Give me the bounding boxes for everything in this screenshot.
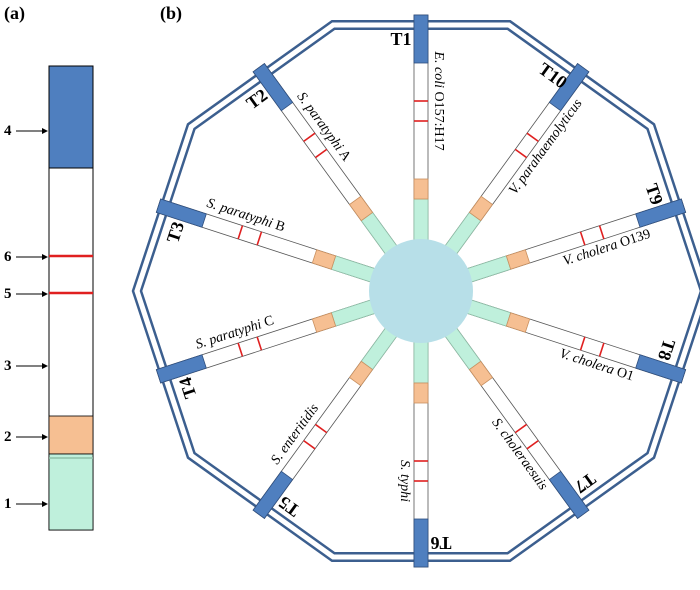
arrow-head (42, 434, 48, 440)
arrow-head (42, 291, 48, 297)
strip-absorbent-pad (252, 63, 294, 112)
arrow-head (42, 254, 48, 260)
strip-absorbent-pad (635, 198, 687, 228)
inner-frame (139, 27, 700, 555)
strip-control-line (598, 342, 605, 357)
test-strip-t1 (413, 14, 429, 252)
strip-conjugate-pad (505, 312, 531, 333)
test-strip-t6 (413, 330, 429, 568)
sample-well (369, 239, 473, 343)
zone-number: 4 (4, 123, 12, 139)
strip-conjugate-pad (348, 360, 374, 387)
panel-a-callouts: 4 6 5 3 2 1 (4, 123, 48, 512)
strip-conjugate-pad (413, 382, 429, 404)
strip-id-label: T9 (642, 181, 668, 207)
strip-conjugate-pad (468, 360, 494, 387)
strip-absorbent-pad (413, 14, 429, 64)
strip-control-line (598, 225, 605, 240)
zone-number: 3 (4, 358, 12, 374)
conjugate-pad (48, 415, 94, 455)
pathogen-label: E. coli O157:H17 (431, 50, 446, 150)
strip-absorbent-pad (548, 470, 590, 519)
arrow-head (42, 501, 48, 507)
strip-control-line (303, 439, 316, 450)
strip-id-label: T8 (654, 337, 680, 363)
panel-b-label: (b) (160, 3, 182, 24)
zone-number: 1 (4, 496, 12, 512)
panel-a-label: (a) (4, 3, 25, 24)
strip-test-line (579, 336, 586, 351)
strip-id-label: T6 (430, 533, 451, 553)
test-strip-t9 (456, 198, 687, 286)
strip-control-line (237, 225, 244, 240)
outer-frame (131, 19, 700, 563)
arrow-head (42, 363, 48, 369)
test-strip-t5 (252, 318, 404, 519)
strip-absorbent-pad (548, 63, 590, 112)
strip-absorbent-pad (635, 354, 687, 384)
strip-test-line (256, 336, 263, 351)
strip-test-line (579, 231, 586, 246)
strip-conjugate-pad (311, 312, 337, 333)
absorbent-pad (48, 65, 94, 169)
sample-pad (48, 453, 94, 531)
strip-conjugate-pad (468, 195, 494, 222)
test-strip-t4 (155, 296, 386, 384)
strip-id-label: T4 (175, 375, 201, 401)
strip-control-line (237, 342, 244, 357)
strip-absorbent-pad (155, 198, 207, 228)
strip-id-label: T3 (163, 219, 189, 245)
zone-number: 2 (4, 429, 12, 445)
strip-absorbent-pad (413, 518, 429, 568)
zone-number: 5 (4, 286, 12, 302)
strip-conjugate-pad (348, 195, 374, 222)
strip-control-line (526, 439, 539, 450)
test-strip-t8 (456, 296, 687, 384)
test-strip-t3 (155, 198, 386, 286)
strip-test-line (256, 231, 263, 246)
strip-conjugate-pad (311, 249, 337, 270)
zone-number: 6 (4, 249, 12, 265)
strip-conjugate-pad (505, 249, 531, 270)
strip-id-label: T1 (390, 29, 411, 49)
strip-test-line (314, 148, 328, 159)
strip-test-line (314, 423, 328, 434)
panel-a-strip (48, 65, 94, 531)
strip-control-line (303, 132, 316, 143)
strip-control-line (526, 132, 539, 143)
strip-test-line (514, 423, 528, 434)
strip-conjugate-pad (413, 178, 429, 200)
arrow-head (42, 128, 48, 134)
pathogen-label: S. typhi (397, 460, 412, 502)
strip-absorbent-pad (252, 470, 294, 519)
strip-test-line (514, 148, 528, 159)
test-strip-t10 (438, 63, 590, 264)
strip-absorbent-pad (155, 354, 207, 384)
